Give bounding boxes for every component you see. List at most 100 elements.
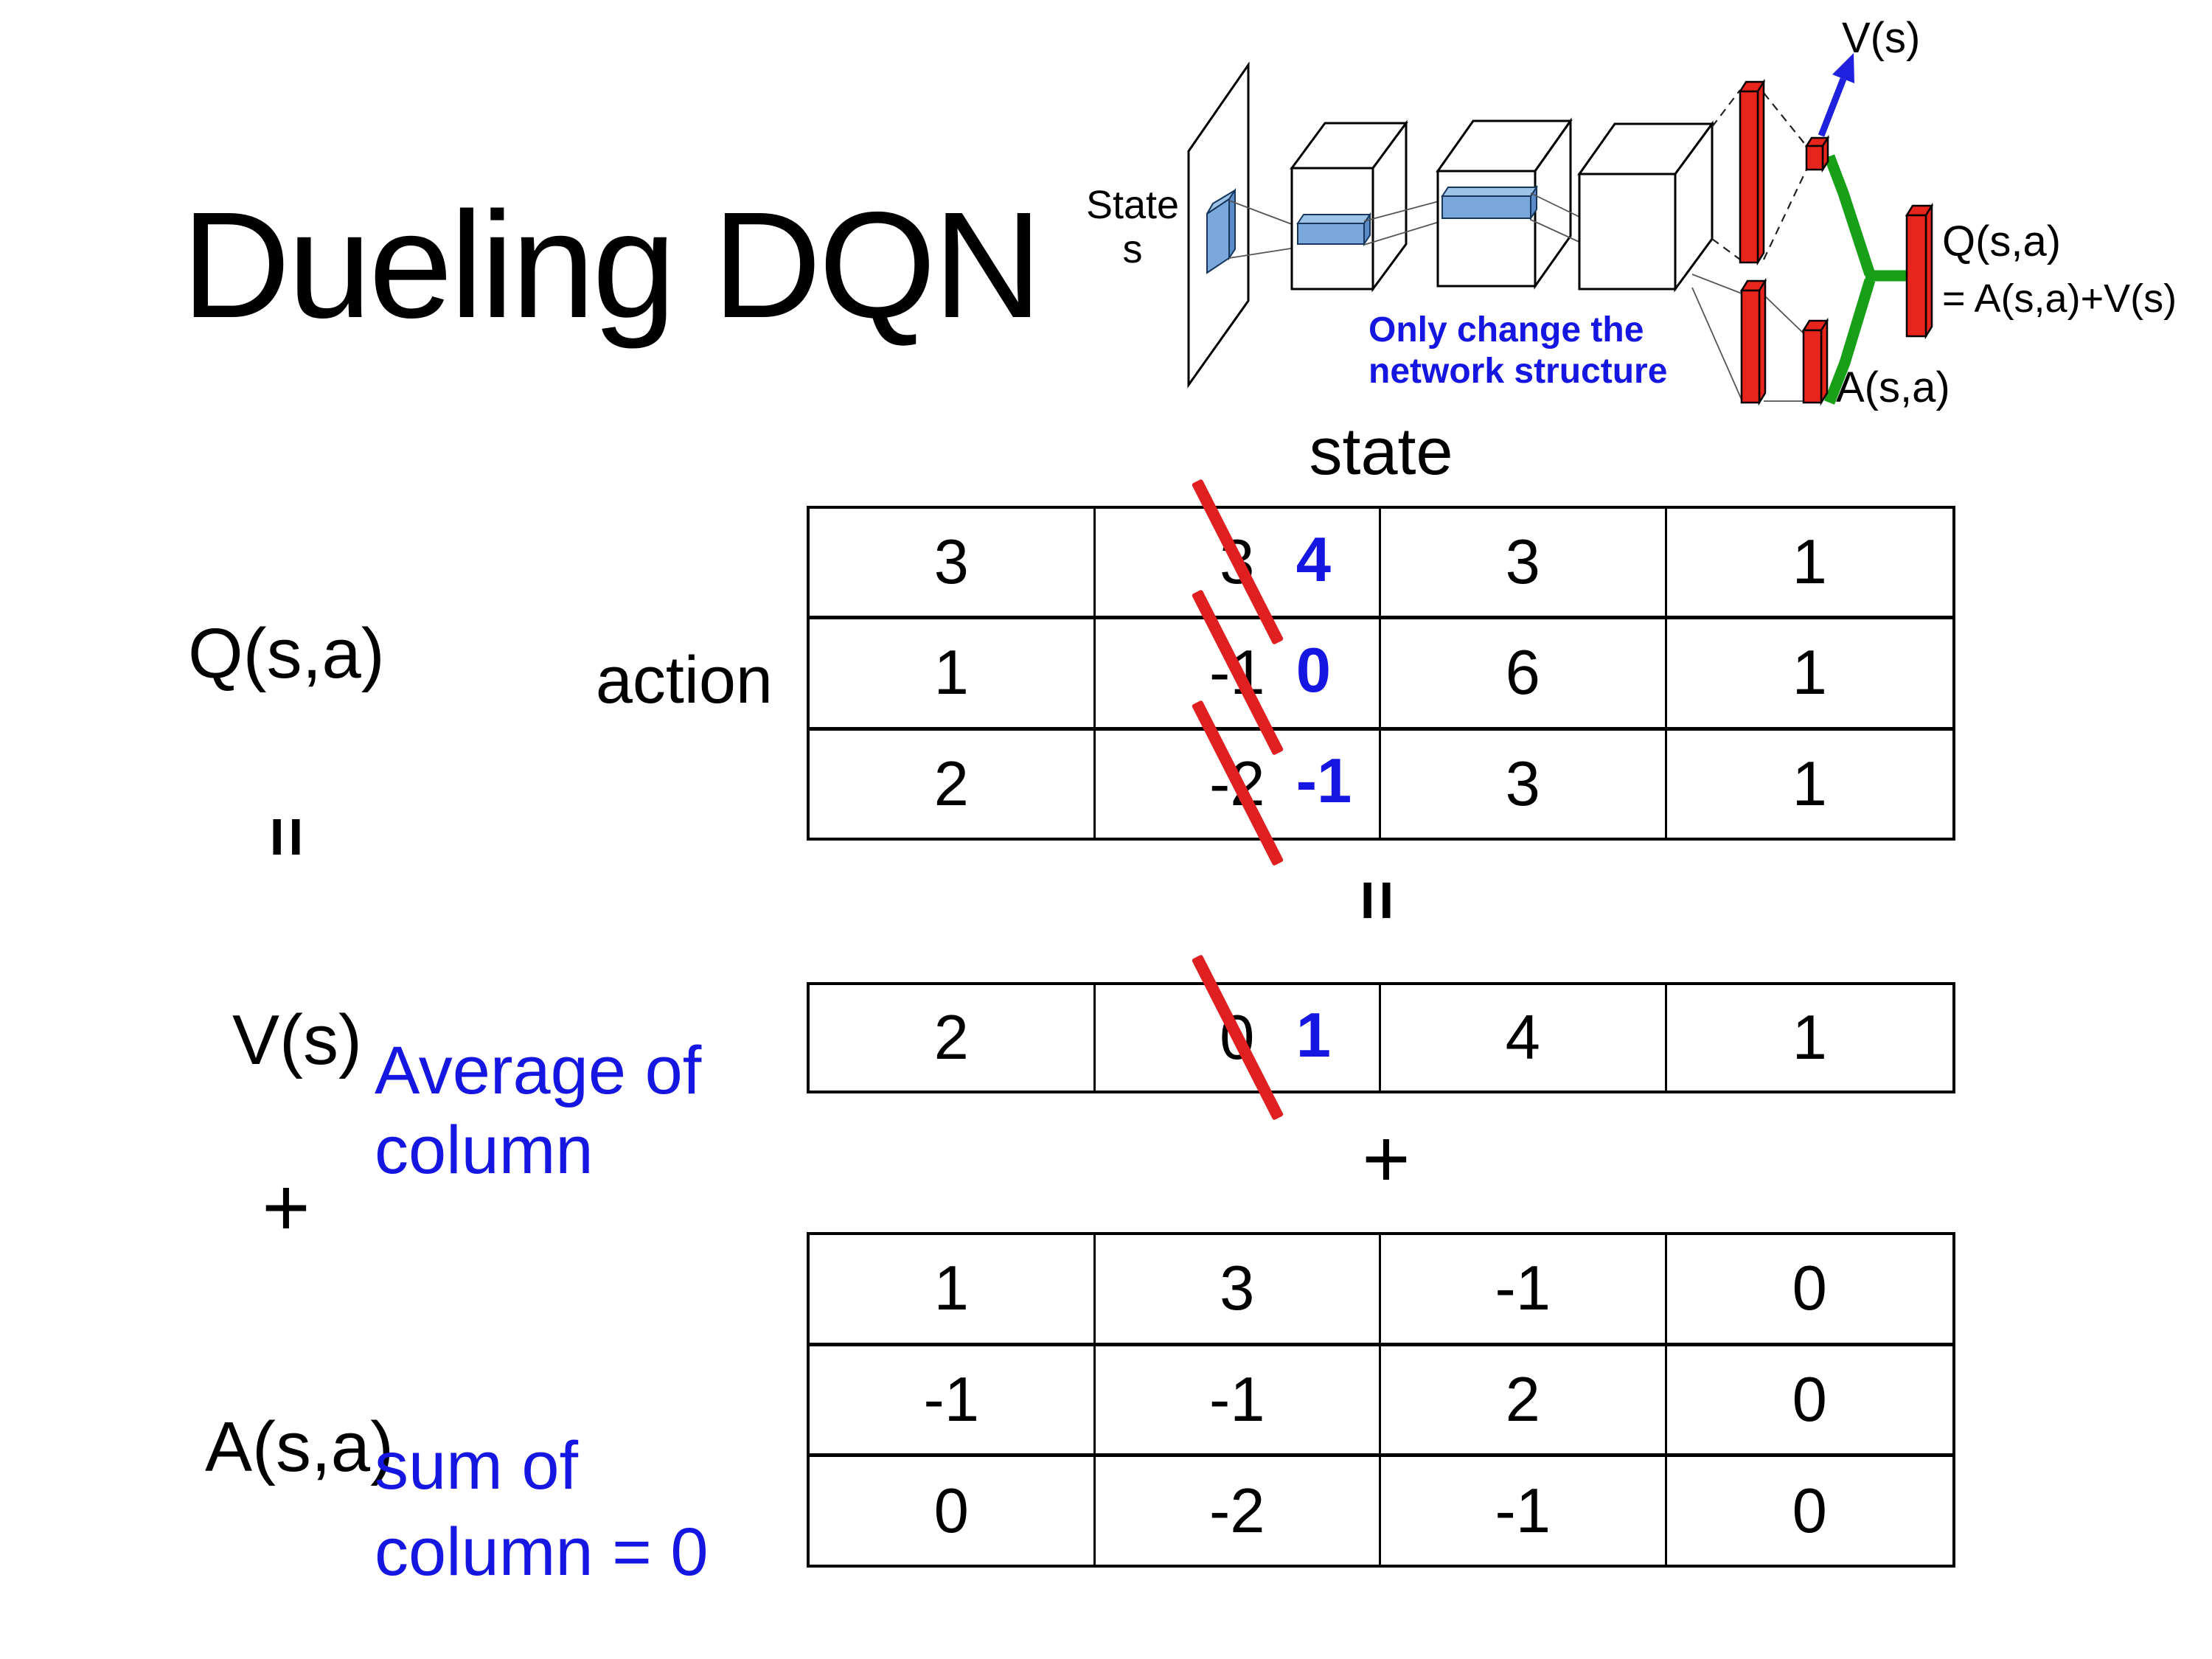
q-cell-r2c2: 3 [1381,730,1667,838]
q-cell-r1c0: 1 [810,619,1096,731]
qsa-label: Q(s,a) [188,614,385,693]
cell-value: 4 [1505,1003,1540,1073]
plus-left: + [262,1161,310,1253]
a-cell-r0c2: -1 [1381,1235,1667,1346]
diagram-state-line1: State [1085,183,1180,227]
q-cell-r2c0: 2 [810,730,1096,838]
q-cell-r0c1: 3 4 [1095,478,1381,645]
cell-value: 1 [1792,527,1827,598]
cell-value: -2 [1208,1475,1265,1546]
q-cell-r0c2: 3 [1381,509,1667,620]
a-cell-r2c2: -1 [1381,1457,1667,1565]
cell-value: -1 [1208,1364,1265,1435]
feature-slab-1 [1296,212,1371,247]
value-arrow [1818,53,1854,137]
diagram-note-line1: Only change the [1368,310,1644,349]
state-label: state [1309,415,1453,489]
cell-value: 2 [933,1003,969,1073]
a-cell-r1c3: 0 [1666,1346,1952,1458]
diagram-state-label: State s [1081,183,1184,271]
vs-label: V(s) [232,1001,362,1079]
a-cell-r0c1: 3 [1095,1235,1381,1346]
q-cell-r0c0: 3 [810,509,1096,620]
v-cell-c0: 2 [810,985,1096,1091]
connection-lines-3 [1530,192,1583,244]
strikethrough-line [1191,953,1284,1121]
q-cell-r2c3: 1 [1667,731,1953,838]
q-cell-r1c3: 1 [1666,619,1952,731]
sum-note-line2: column = 0 [375,1514,709,1590]
network-diagram [1187,53,1934,406]
q-cell-r1c2: 6 [1381,619,1667,731]
diagram-qsa-label: Q(s,a) [1942,218,2062,265]
connection-lines-1 [1228,200,1296,259]
cell-value: 6 [1505,638,1540,709]
a-cell-r2c0: 0 [810,1457,1096,1565]
a-table: 1 3 -1 0 -1 -1 2 0 0 -2 -1 0 [807,1232,1955,1568]
value-node [1804,134,1830,173]
cell-value: -1 [923,1364,980,1435]
diagram-note-line2: network structure [1368,352,1668,391]
plus-center: + [1362,1113,1411,1205]
advantage-fc-bar [1739,277,1767,406]
cell-value: 0 [1792,1475,1827,1546]
connection-lines-2 [1363,200,1442,246]
cell-value: 3 [933,527,969,598]
corrected-value: 4 [1295,524,1332,595]
v-table: 2 0 1 4 1 [807,953,1955,1121]
cell-value: 3 [1505,748,1540,819]
combine-links [1823,154,1908,405]
cell-value: 2 [1505,1364,1540,1435]
sum-note: sum of column = 0 [375,1423,709,1596]
corrected-value: -1 [1295,746,1352,817]
action-label: action [595,644,773,717]
corrected-value: 1 [1295,1000,1332,1071]
feature-slab-2 [1441,184,1538,221]
a-cell-r1c0: -1 [810,1346,1096,1458]
equals-left: = [248,815,327,858]
cell-value: 0 [933,1475,969,1546]
a-cell-r1c2: 2 [1381,1346,1667,1458]
q-output-bar [1905,202,1934,340]
average-note-line1: Average of [375,1033,702,1108]
cell-value: 1 [1792,1003,1827,1073]
diagram-state-line2: s [1122,227,1143,271]
cell-value: -1 [1495,1475,1551,1546]
a-cell-r2c3: 0 [1667,1457,1953,1565]
v-cell-c1: 0 1 [1096,953,1381,1121]
cell-value: 1 [1792,748,1827,819]
value-fc-bar [1738,78,1766,266]
q-cell-r2c1: -2 -1 [1096,700,1381,867]
sum-note-line1: sum of [375,1428,579,1503]
a-cell-r1c1: -1 [1095,1346,1381,1458]
fc-box [1577,120,1714,293]
cell-value: 1 [1792,638,1827,709]
cell-value: 0 [1792,1253,1827,1324]
dashed-links [1711,89,1807,260]
q-table: 3 3 4 3 1 1 -1 0 6 1 2 -2 -1 3 1 [807,478,1955,867]
diagram-q-formula: = A(s,a)+V(s) [1942,276,2177,321]
cell-value: 2 [933,748,969,819]
average-note: Average of column [375,1031,701,1190]
v-cell-c2: 4 [1381,985,1667,1091]
cell-value: 0 [1792,1364,1827,1435]
diagram-vs-label: V(s) [1842,14,1921,62]
diagram-note: Only change the network structure [1368,310,1667,392]
cell-value: 3 [1505,527,1540,598]
asa-label: A(s,a) [205,1408,394,1486]
cell-value: 1 [933,638,969,709]
v-cell-c3: 1 [1667,985,1953,1091]
corrected-value: 0 [1295,636,1332,706]
advantage-node-bar [1801,317,1829,406]
cell-value: 3 [1220,1253,1255,1324]
average-note-line2: column [375,1113,594,1188]
conv-filter-1 [1206,187,1236,274]
a-cell-r2c1: -2 [1096,1457,1381,1565]
equals-center: = [1338,879,1417,922]
solid-links [1691,274,1804,402]
q-cell-r1c1: -1 0 [1095,589,1381,756]
conv-box-1 [1290,119,1408,293]
q-cell-r0c3: 1 [1666,509,1952,620]
page-title: Dueling DQN [181,181,1043,349]
